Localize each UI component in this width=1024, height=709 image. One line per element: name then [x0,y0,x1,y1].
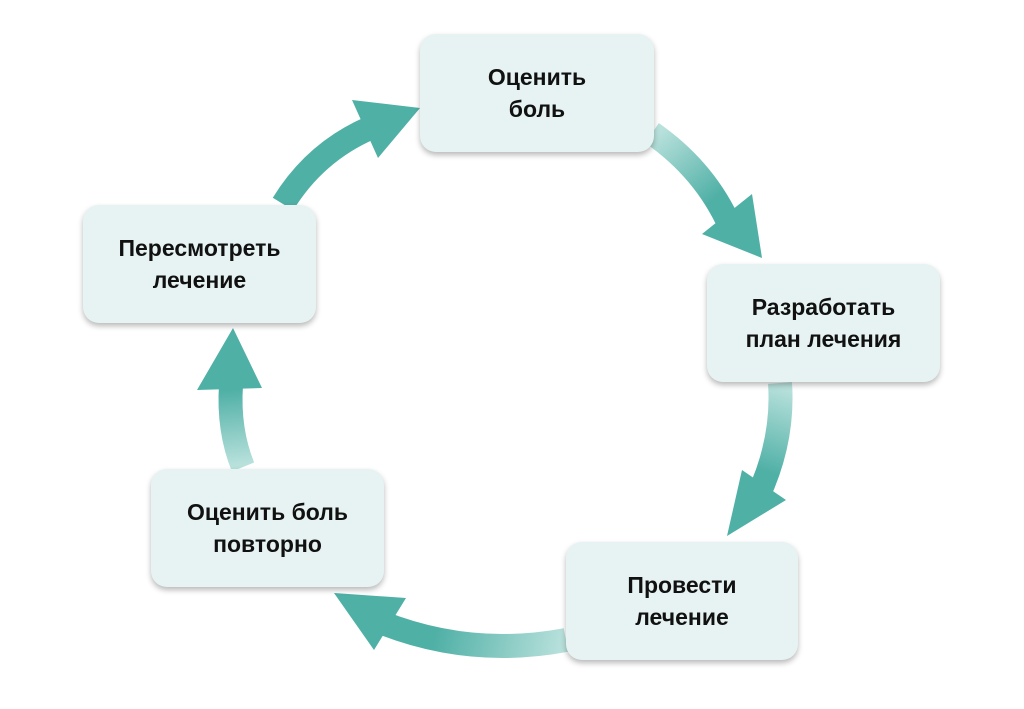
arrow-plan-to-conduct [727,382,793,536]
step-review-treatment: Пересмотреть лечение [83,205,316,323]
arrow-assess-to-plan [645,123,762,258]
step-plan-treatment: Разработать план лечения [707,264,940,382]
step-assess-pain: Оценить боль [420,34,654,152]
arrow-review-to-assess [272,100,420,211]
arrow-conduct-to-reassess [334,593,569,658]
step-conduct-treatment: Провести лечение [566,542,798,660]
arrow-reassess-to-review [197,328,262,472]
step-reassess-pain: Оценить боль повторно [151,469,384,587]
